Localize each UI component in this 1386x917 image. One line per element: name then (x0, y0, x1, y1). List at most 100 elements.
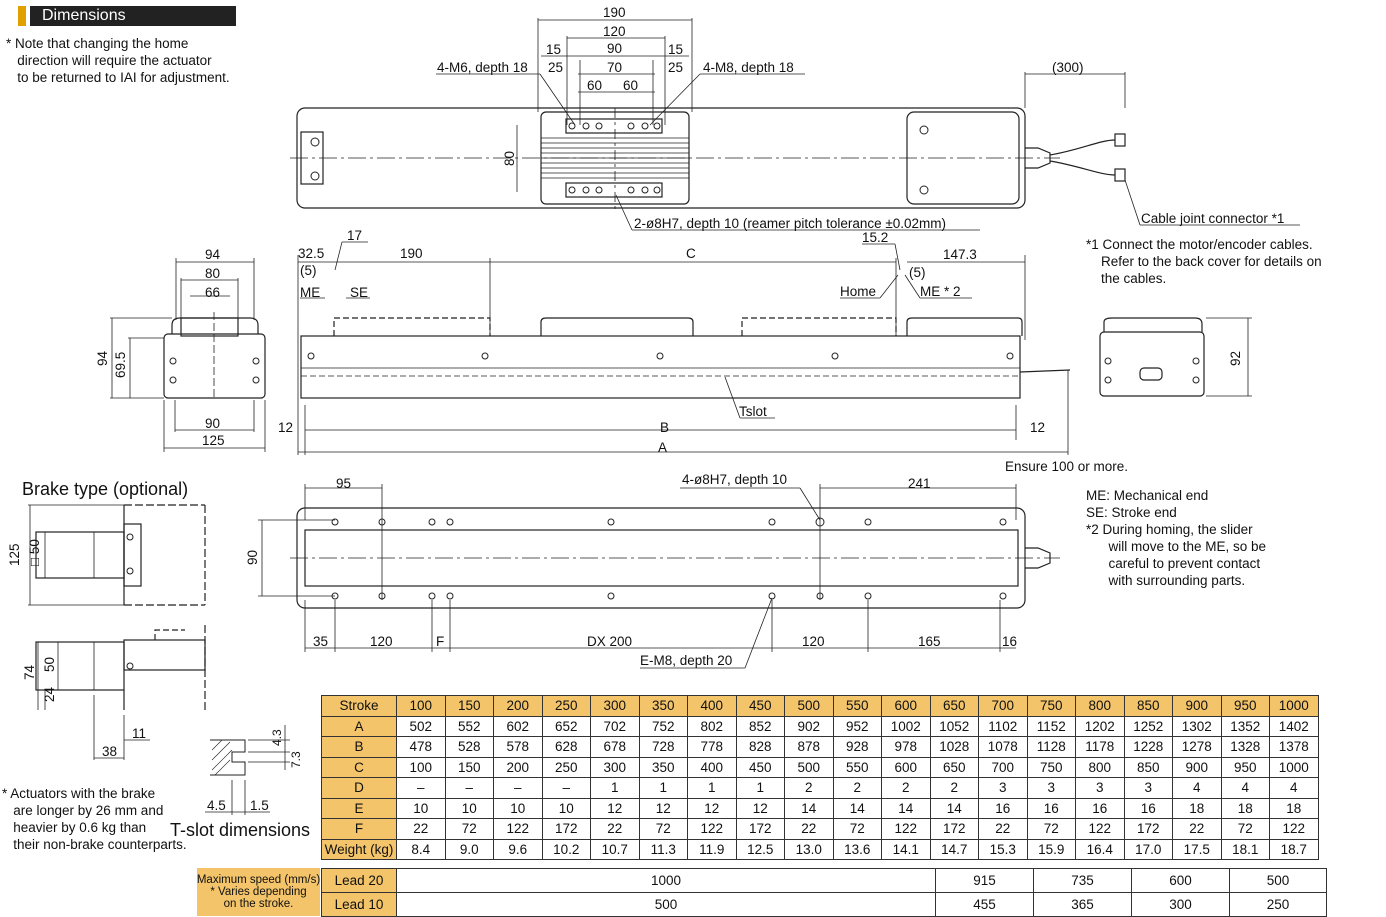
dim-15-right: 15 (668, 42, 683, 57)
table-cell: 22 (784, 818, 834, 840)
table-cell: 12 (735, 797, 785, 819)
table-cell: 3 (1026, 777, 1076, 799)
table-cell: 1378 (1269, 736, 1319, 758)
table-cell: 602 (493, 715, 543, 737)
brake-views (28, 504, 206, 760)
table-cell: 652 (541, 715, 591, 737)
table-cell: 650 (929, 756, 979, 778)
table-cell: 10 (541, 797, 591, 819)
table-cell: 172 (541, 818, 591, 840)
table-cell: 122 (687, 818, 737, 840)
dim-17: 17 (347, 228, 362, 243)
table-cell: 172 (735, 818, 785, 840)
table-cell: 16 (1026, 797, 1076, 819)
table-cell: 172 (929, 818, 979, 840)
table-cell: 72 (1026, 818, 1076, 840)
table-cell: 900 (1172, 756, 1222, 778)
spec-table: Stroke 100 150 200 250 300 350 400 450 5… (321, 695, 1319, 860)
table-cell: 172 (1123, 818, 1173, 840)
label-me: ME (300, 285, 320, 300)
table-cell: 18 (1172, 797, 1222, 819)
end-definitions-note: ME: Mechanical end SE: Stroke end *2 Dur… (1086, 488, 1267, 588)
table-cell: 950 (1220, 756, 1270, 778)
table-cell: 800 (1075, 756, 1125, 778)
row-header-cell: B (321, 736, 397, 758)
table-header-cell: 150 (444, 695, 494, 717)
table-cell: 15.3 (978, 838, 1028, 860)
table-cell: 122 (881, 818, 931, 840)
home-direction-note: * Note that changing the home direction … (6, 36, 230, 85)
table-cell: 1352 (1220, 715, 1270, 737)
table-cell: 14 (929, 797, 979, 819)
table-cell: 1152 (1026, 715, 1076, 737)
dim-4-3: 4.3 (270, 729, 284, 746)
row-header-cell: F (321, 818, 397, 840)
lead10-speed-2: 455 (935, 892, 1034, 917)
table-cell: 1278 (1172, 736, 1222, 758)
table-cell: 100 (396, 756, 446, 778)
table-cell: 9.0 (444, 838, 494, 860)
section-header: Dimensions (18, 6, 236, 26)
dim-11: 11 (132, 726, 146, 741)
dim-70: 70 (607, 60, 622, 75)
dim-90: 90 (607, 41, 622, 56)
table-cell: 16 (1075, 797, 1125, 819)
table-header-cell: 250 (541, 695, 591, 717)
table-header-cell: 100 (396, 695, 446, 717)
dim-38: 38 (102, 744, 117, 759)
table-cell: 550 (832, 756, 882, 778)
table-cell: 700 (978, 756, 1028, 778)
dim-7-3: 7.3 (289, 751, 303, 768)
dim-15-2: 15.2 (862, 230, 888, 245)
table-cell: 1052 (929, 715, 979, 737)
table-cell: 16 (978, 797, 1028, 819)
table-header-cell: 750 (1026, 695, 1076, 717)
dim-25-left: 25 (548, 60, 563, 75)
table-cell: 122 (1269, 818, 1319, 840)
table-cell: 22 (978, 818, 1028, 840)
label-m6: 4-M6, depth 18 (437, 60, 528, 75)
tslot-dimensions-title: T-slot dimensions (170, 820, 311, 840)
table-cell: 1302 (1172, 715, 1222, 737)
cable-note: *1 Connect the motor/encoder cables. Ref… (1086, 237, 1322, 286)
table-cell: 852 (735, 715, 785, 737)
table-cell: 122 (1075, 818, 1125, 840)
dim-15-left: 15 (546, 42, 561, 57)
table-cell: 2 (832, 777, 882, 799)
label-a: A (658, 440, 667, 455)
bottom-view (258, 484, 1060, 669)
label-4-o8h7: 4-ø8H7, depth 10 (682, 472, 787, 487)
table-cell: 10 (493, 797, 543, 819)
top-view (290, 18, 1300, 231)
dim-300: (300) (1052, 60, 1084, 75)
table-cell: 1228 (1123, 736, 1173, 758)
table-cell: 1102 (978, 715, 1028, 737)
label-c: C (686, 246, 696, 261)
dim-120: 120 (603, 24, 626, 39)
row-header-cell: Weight (kg) (321, 838, 397, 860)
table-cell: 1 (687, 777, 737, 799)
dim-190-side: 190 (400, 246, 423, 261)
table-cell: 18 (1269, 797, 1319, 819)
label-b: B (660, 420, 669, 435)
dim-square-50: □ 50 (27, 539, 42, 566)
table-header-cell: 700 (978, 695, 1028, 717)
table-header-cell: 500 (784, 695, 834, 717)
table-cell: 12.5 (735, 838, 785, 860)
table-header-cell: 550 (832, 695, 882, 717)
dim-50: 50 (42, 657, 57, 672)
table-cell: 1402 (1269, 715, 1319, 737)
row-header-cell: C (321, 756, 397, 778)
dim-95: 95 (336, 476, 351, 491)
lead10-label: Lead 10 (321, 892, 397, 917)
table-cell: 628 (541, 736, 591, 758)
table-cell: 17.5 (1172, 838, 1222, 860)
dim-69-5: 69.5 (113, 352, 128, 378)
brake-type-title: Brake type (optional) (22, 479, 189, 499)
label-se: SE (350, 285, 368, 300)
table-cell: 478 (396, 736, 446, 758)
end-view-right (1099, 317, 1252, 397)
table-header-cell: 650 (929, 695, 979, 717)
table-cell: 9.6 (493, 838, 543, 860)
table-cell: 14 (832, 797, 882, 819)
